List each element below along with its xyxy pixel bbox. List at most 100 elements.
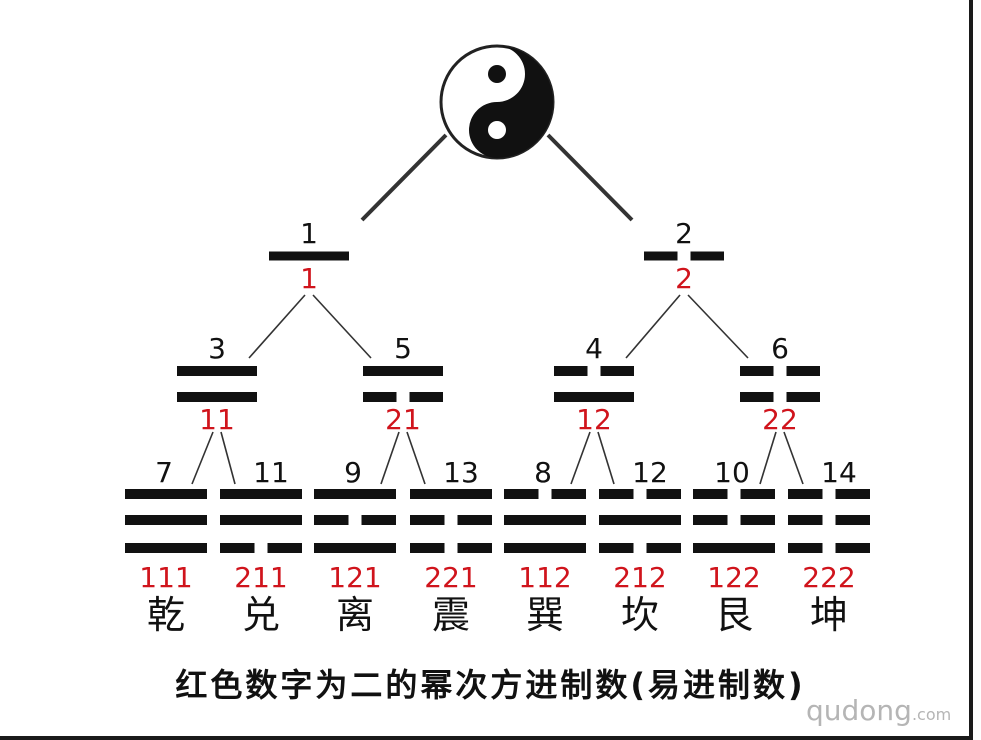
trigram-121-line1-yang-line — [314, 543, 396, 553]
trigram-222-line2-yin-line-right — [835, 515, 870, 525]
yin-yang-dot-dark — [488, 65, 506, 83]
trigram-211-line1-yin-line-right — [267, 543, 302, 553]
trigram-122-line2-yin-line-right — [740, 515, 775, 525]
watermark: qudong.com — [806, 694, 951, 727]
trigram-number-12: 12 — [632, 456, 668, 489]
trigram-122-line2-yin-line-left — [693, 515, 728, 525]
trigram-221-line3-yang-line — [410, 489, 492, 499]
trigram-number-10: 10 — [714, 456, 750, 489]
trigram-121-line2-yin-line-right — [361, 515, 396, 525]
trigram-number-14: 14 — [821, 456, 857, 489]
frame-right-border — [969, 0, 973, 740]
level2-number-5: 5 — [394, 332, 412, 365]
trigram-211-line2-yang-line — [220, 515, 302, 525]
trigram-212-line3-yin-line-left — [599, 489, 634, 499]
trigram-221-line1-yin-line-right — [457, 543, 492, 553]
connector-l2-l3-4 — [570, 431, 591, 485]
level2-number-3: 3 — [208, 332, 226, 365]
trigram-121-line3-yang-line — [314, 489, 396, 499]
trigram-code-122: 122 — [707, 561, 760, 594]
trigram-221-line1-yin-line-left — [410, 543, 445, 553]
level1-1-yang-line — [269, 251, 349, 261]
trigram-212-line3-yin-line-right — [646, 489, 681, 499]
level2-5-line2-yang-line — [363, 366, 443, 376]
level2-4-line2-yin-line-left — [554, 366, 588, 376]
trigram-name-111: 乾 — [147, 593, 185, 637]
connector-l1-l2-1 — [312, 294, 372, 359]
trigram-122-line3-yin-line-right — [740, 489, 775, 499]
watermark-brand: qudong — [806, 694, 912, 727]
trigram-221-line2-yin-line-right — [457, 515, 492, 525]
trigram-222-line1-yin-line-left — [788, 543, 823, 553]
trigram-name-222: 坤 — [810, 593, 848, 637]
level1-code-2: 2 — [675, 262, 693, 295]
connector-l2-l3-5 — [597, 431, 615, 485]
trigram-212-line1-yin-line-right — [646, 543, 681, 553]
trigram-number-13: 13 — [443, 456, 479, 489]
trigram-111-line3-yang-line — [125, 489, 207, 499]
diagram-caption: 红色数字为二的幂次方进制数(易进制数) — [175, 666, 806, 704]
root-branch-left — [360, 133, 448, 222]
trigram-name-211: 兑 — [242, 593, 280, 637]
level2-4-line1-yang-line — [554, 392, 634, 402]
trigram-212-line2-yang-line — [599, 515, 681, 525]
connector-l2-l3-7 — [783, 431, 804, 485]
trigram-name-121: 离 — [336, 593, 374, 637]
trigram-122-line3-yin-line-left — [693, 489, 728, 499]
trigram-211-line1-yin-line-left — [220, 543, 255, 553]
level2-5-line1-yin-line-left — [363, 392, 397, 402]
connector-l2-l3-2 — [380, 431, 400, 485]
level2-6-line2-yin-line-right — [786, 366, 820, 376]
level1-number-2: 2 — [675, 217, 693, 250]
trigram-221-line2-yin-line-left — [410, 515, 445, 525]
trigram-code-221: 221 — [424, 561, 477, 594]
connector-l2-l3-6 — [759, 431, 777, 485]
trigram-211-line3-yang-line — [220, 489, 302, 499]
watermark-suffix: .com — [911, 705, 952, 724]
trigram-111-line2-yang-line — [125, 515, 207, 525]
trigram-name-122: 艮 — [715, 593, 753, 637]
root-branch-right — [546, 133, 634, 222]
connector-l2-l3-1 — [220, 431, 236, 485]
trigram-code-211: 211 — [234, 561, 287, 594]
level2-number-4: 4 — [585, 332, 603, 365]
trigram-112-line1-yang-line — [504, 543, 586, 553]
trigram-code-121: 121 — [328, 561, 381, 594]
level2-code-22: 22 — [762, 403, 798, 436]
trigram-121-line2-yin-line-left — [314, 515, 349, 525]
connector-l1-l2-3 — [687, 294, 749, 359]
trigram-112-line2-yang-line — [504, 515, 586, 525]
level2-6-line2-yin-line-left — [740, 366, 774, 376]
yin-yang-icon — [439, 44, 555, 160]
level2-5-line1-yin-line-right — [409, 392, 443, 402]
trigram-222-line3-yin-line-left — [788, 489, 823, 499]
trigram-code-222: 222 — [802, 561, 855, 594]
level2-code-12: 12 — [576, 403, 612, 436]
connector-l2-l3-0 — [191, 431, 214, 485]
trigram-code-212: 212 — [613, 561, 666, 594]
level2-code-11: 11 — [199, 403, 235, 436]
level1-2-yin-line-right — [690, 251, 724, 261]
trigram-122-line1-yang-line — [693, 543, 775, 553]
frame-bottom-border — [0, 736, 973, 740]
level1-number-1: 1 — [300, 217, 318, 250]
level2-code-21: 21 — [385, 403, 421, 436]
trigram-222-line3-yin-line-right — [835, 489, 870, 499]
trigram-111-line1-yang-line — [125, 543, 207, 553]
trigram-number-8: 8 — [534, 456, 552, 489]
trigram-212-line1-yin-line-left — [599, 543, 634, 553]
connector-l1-l2-0 — [248, 294, 306, 359]
level2-number-6: 6 — [771, 332, 789, 365]
trigram-222-line2-yin-line-left — [788, 515, 823, 525]
trigram-name-212: 坎 — [621, 593, 659, 637]
connector-l2-l3-3 — [406, 431, 426, 485]
level2-6-line1-yin-line-right — [786, 392, 820, 402]
trigram-number-7: 7 — [155, 456, 173, 489]
level2-3-line2-yang-line — [177, 366, 257, 376]
trigram-name-221: 震 — [432, 593, 470, 637]
level1-2-yin-line-left — [644, 251, 678, 261]
trigram-number-9: 9 — [344, 456, 362, 489]
level1-code-1: 1 — [300, 262, 318, 295]
